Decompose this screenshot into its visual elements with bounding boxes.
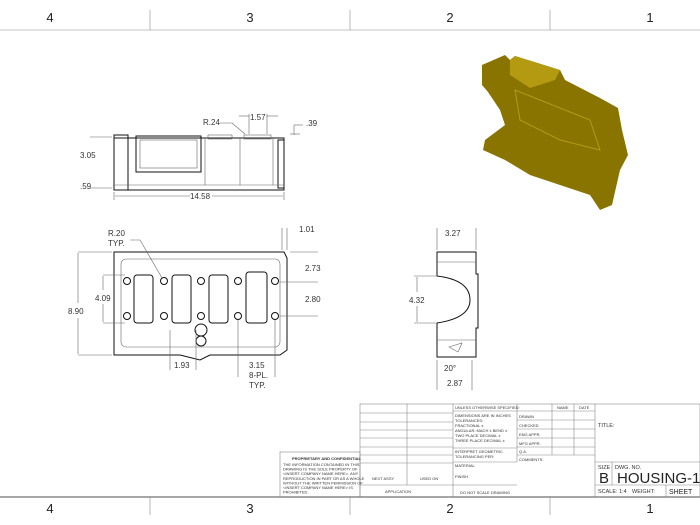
tb-drawn: DRAWN <box>519 414 534 419</box>
top-view-dimensions <box>77 228 318 377</box>
tb-eng-appr: ENG APPR. <box>519 432 541 437</box>
tb-next-assy: NEXT ASSY <box>372 476 394 481</box>
tb-dwg-no-label: DWG. NO. <box>615 465 642 471</box>
tb-weight: WEIGHT: <box>632 489 655 495</box>
tb-interpret: TOLERANCING PER: <box>455 454 494 459</box>
top-view[interactable] <box>113 251 288 361</box>
dim-width: 3.27 <box>445 229 461 238</box>
dim-length: 14.58 <box>190 192 211 201</box>
zone-label: 4 <box>46 10 53 25</box>
tb-two-place: TWO PLACE DECIMAL ± <box>455 433 501 438</box>
tb-sheet: SHEET <box>669 489 693 496</box>
tb-proprietary-line: THE INFORMATION CONTAINED IN THIS <box>283 462 360 467</box>
front-view-dimensions <box>90 114 303 200</box>
tb-three-place: THREE PLACE DECIMAL ± <box>455 438 506 443</box>
dim-inner: 4.09 <box>95 294 111 303</box>
zone-label: 2 <box>446 501 453 516</box>
zone-label: 3 <box>246 10 253 25</box>
tb-name: NAME <box>557 405 569 410</box>
iso-top-face <box>510 56 560 88</box>
tb-proprietary-line: WITHOUT THE WRITTEN PERMISSION OF <box>283 480 363 485</box>
dim-lip: .39 <box>306 119 318 128</box>
dim-height: 3.05 <box>80 151 96 160</box>
dim-width-top: 1.57 <box>250 113 266 122</box>
tb-interpret: INTERPRET GEOMETRIC <box>455 449 503 454</box>
zone-label: 1 <box>646 10 653 25</box>
iso-body <box>482 55 628 210</box>
tb-proprietary-line: REPRODUCTION IN PART OR AS A WHOLE <box>283 476 365 481</box>
tb-proprietary-line: <INSERT COMPANY NAME HERE>. ANY <box>283 471 359 476</box>
dim-radius: R.20 <box>108 229 125 238</box>
iso-highlight <box>514 89 601 151</box>
zone-label: 3 <box>246 501 253 516</box>
dim-base: .59 <box>80 182 92 191</box>
dim-upper: 2.73 <box>305 264 321 273</box>
dim-pitch: 3.15 <box>249 361 265 370</box>
dim-bore: 4.32 <box>409 296 425 305</box>
tb-proprietary-line: <INSERT COMPANY NAME HERE> IS <box>283 485 353 490</box>
tb-size: B <box>599 470 609 487</box>
tb-do-not-scale: DO NOT SCALE DRAWING <box>460 490 510 495</box>
front-view[interactable] <box>113 134 285 191</box>
zone-label: 2 <box>446 10 453 25</box>
dim-height: 8.90 <box>68 307 84 316</box>
isometric-view[interactable] <box>482 55 628 210</box>
side-view[interactable] <box>436 251 479 358</box>
tb-used-on: USED ON <box>420 476 438 481</box>
tb-dwg-no: HOUSING-1 <box>617 470 700 487</box>
tb-finish: FINISH <box>455 474 468 479</box>
tb-comments: COMMENTS: <box>519 457 543 462</box>
tb-proprietary-line: DRAWING IS THE SOLE PROPERTY OF <box>283 467 358 472</box>
zone-label: 4 <box>46 501 53 516</box>
dim-spacing-v: 2.80 <box>305 295 321 304</box>
dim-spacing-h: 1.93 <box>174 361 190 370</box>
tb-application: APPLICATION <box>385 489 411 494</box>
dim-edge: 1.01 <box>299 225 315 234</box>
tb-date: DATE <box>579 405 590 410</box>
dim-base-width: 2.87 <box>447 379 463 388</box>
tb-mfg-appr: MFG APPR. <box>519 441 541 446</box>
tb-proprietary-title: PROPRIETARY AND CONFIDENTIAL <box>292 456 361 461</box>
tb-tolerances: TOLERANCES: <box>455 418 483 423</box>
dim-radius-note: TYP. <box>108 239 125 248</box>
dim-angle: 20° <box>444 364 456 373</box>
tb-scale: SCALE: 1:4 <box>598 489 627 495</box>
dim-radius: R.24 <box>203 118 220 127</box>
tb-proprietary-line: PROHIBITED. <box>283 490 309 495</box>
dim-pitch-note: 8-PL. <box>249 371 268 380</box>
side-view-dimensions <box>414 228 477 390</box>
tb-checked: CHECKED <box>519 423 539 428</box>
tb-title-label: TITLE: <box>598 423 615 429</box>
tb-material: MATERIAL <box>455 463 475 468</box>
title-block <box>279 403 700 498</box>
tb-angular: ANGULAR: MACH ± BEND ± <box>455 428 508 433</box>
tb-size-label: SIZE <box>598 465 611 471</box>
tb-qa: Q.A. <box>519 449 527 454</box>
tb-proprietary-text: THE INFORMATION CONTAINED IN THISDRAWING… <box>283 462 365 495</box>
tb-fractional: FRACTIONAL ± <box>455 423 484 428</box>
tb-dims-in: DIMENSIONS ARE IN INCHES <box>455 413 511 418</box>
tb-unless: UNLESS OTHERWISE SPECIFIED: <box>455 405 520 410</box>
zone-label: 1 <box>646 501 653 516</box>
dim-pitch-note: TYP. <box>249 381 266 390</box>
